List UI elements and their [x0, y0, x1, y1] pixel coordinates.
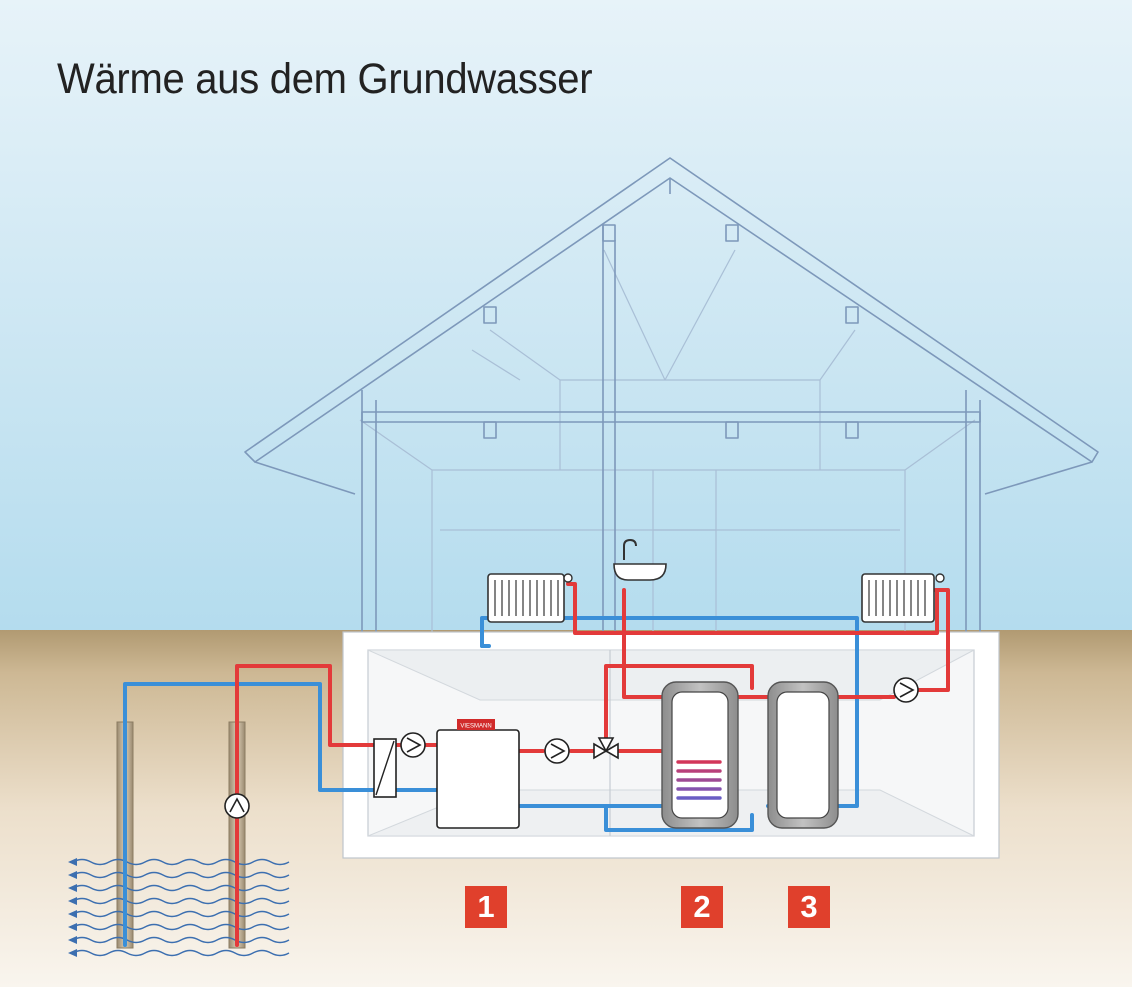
marker-heat-pump: 1 — [465, 886, 507, 928]
heat-exchanger — [373, 738, 397, 798]
hot-pipes — [235, 582, 950, 947]
three-way-valve — [593, 737, 619, 760]
marker-buffer-tank: 3 — [788, 886, 830, 928]
wash-basin — [613, 538, 667, 581]
groundwater-waves — [72, 858, 290, 957]
page-title: Wärme aus dem Grundwasser — [57, 55, 593, 103]
circulation-pump — [893, 677, 919, 703]
sky — [0, 0, 1132, 632]
flow-arrow-icon — [68, 858, 77, 957]
radiator — [487, 573, 573, 623]
brand-logo: VIESMANN — [460, 724, 491, 730]
house-frame — [244, 157, 1099, 634]
buffer-tank — [767, 681, 839, 829]
faucet-icon — [623, 538, 637, 560]
circulation-pump — [400, 732, 426, 758]
hot-water-tank — [661, 681, 739, 829]
radiator — [861, 573, 945, 623]
circulation-pump — [544, 738, 570, 764]
well-pump — [224, 793, 250, 819]
marker-hot-water-tank: 2 — [681, 886, 723, 928]
heat-pump-unit: VIESMANN — [436, 719, 520, 829]
